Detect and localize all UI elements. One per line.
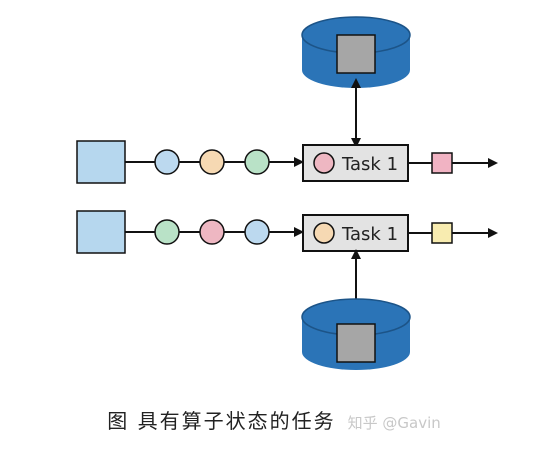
task-state-circle bbox=[313, 152, 335, 174]
event-token bbox=[199, 219, 225, 245]
state-storage-bottom bbox=[301, 298, 411, 370]
db-top-square bbox=[336, 34, 376, 74]
event-token bbox=[154, 149, 180, 175]
output-square bbox=[431, 222, 453, 244]
event-token bbox=[199, 149, 225, 175]
operator-state-diagram: Task 1 Task 1 bbox=[76, 16, 498, 370]
output-square bbox=[431, 152, 453, 174]
stream-row-2: Task 1 bbox=[76, 210, 498, 254]
figure-caption: 图 具有算子状态的任务知乎 @Gavin bbox=[0, 405, 548, 434]
event-token bbox=[244, 149, 270, 175]
caption-watermark: 知乎 @Gavin bbox=[347, 414, 441, 432]
task-label: Task 1 bbox=[341, 224, 398, 245]
source-square bbox=[76, 210, 126, 254]
db-bottom-square bbox=[336, 323, 376, 363]
event-token bbox=[244, 219, 270, 245]
task-label: Task 1 bbox=[341, 154, 398, 175]
task-state-circle bbox=[313, 222, 335, 244]
source-square bbox=[76, 140, 126, 184]
stream-row-1: Task 1 bbox=[76, 140, 498, 184]
state-storage-top bbox=[301, 16, 411, 88]
event-token bbox=[154, 219, 180, 245]
caption-title: 图 具有算子状态的任务 bbox=[107, 409, 336, 433]
